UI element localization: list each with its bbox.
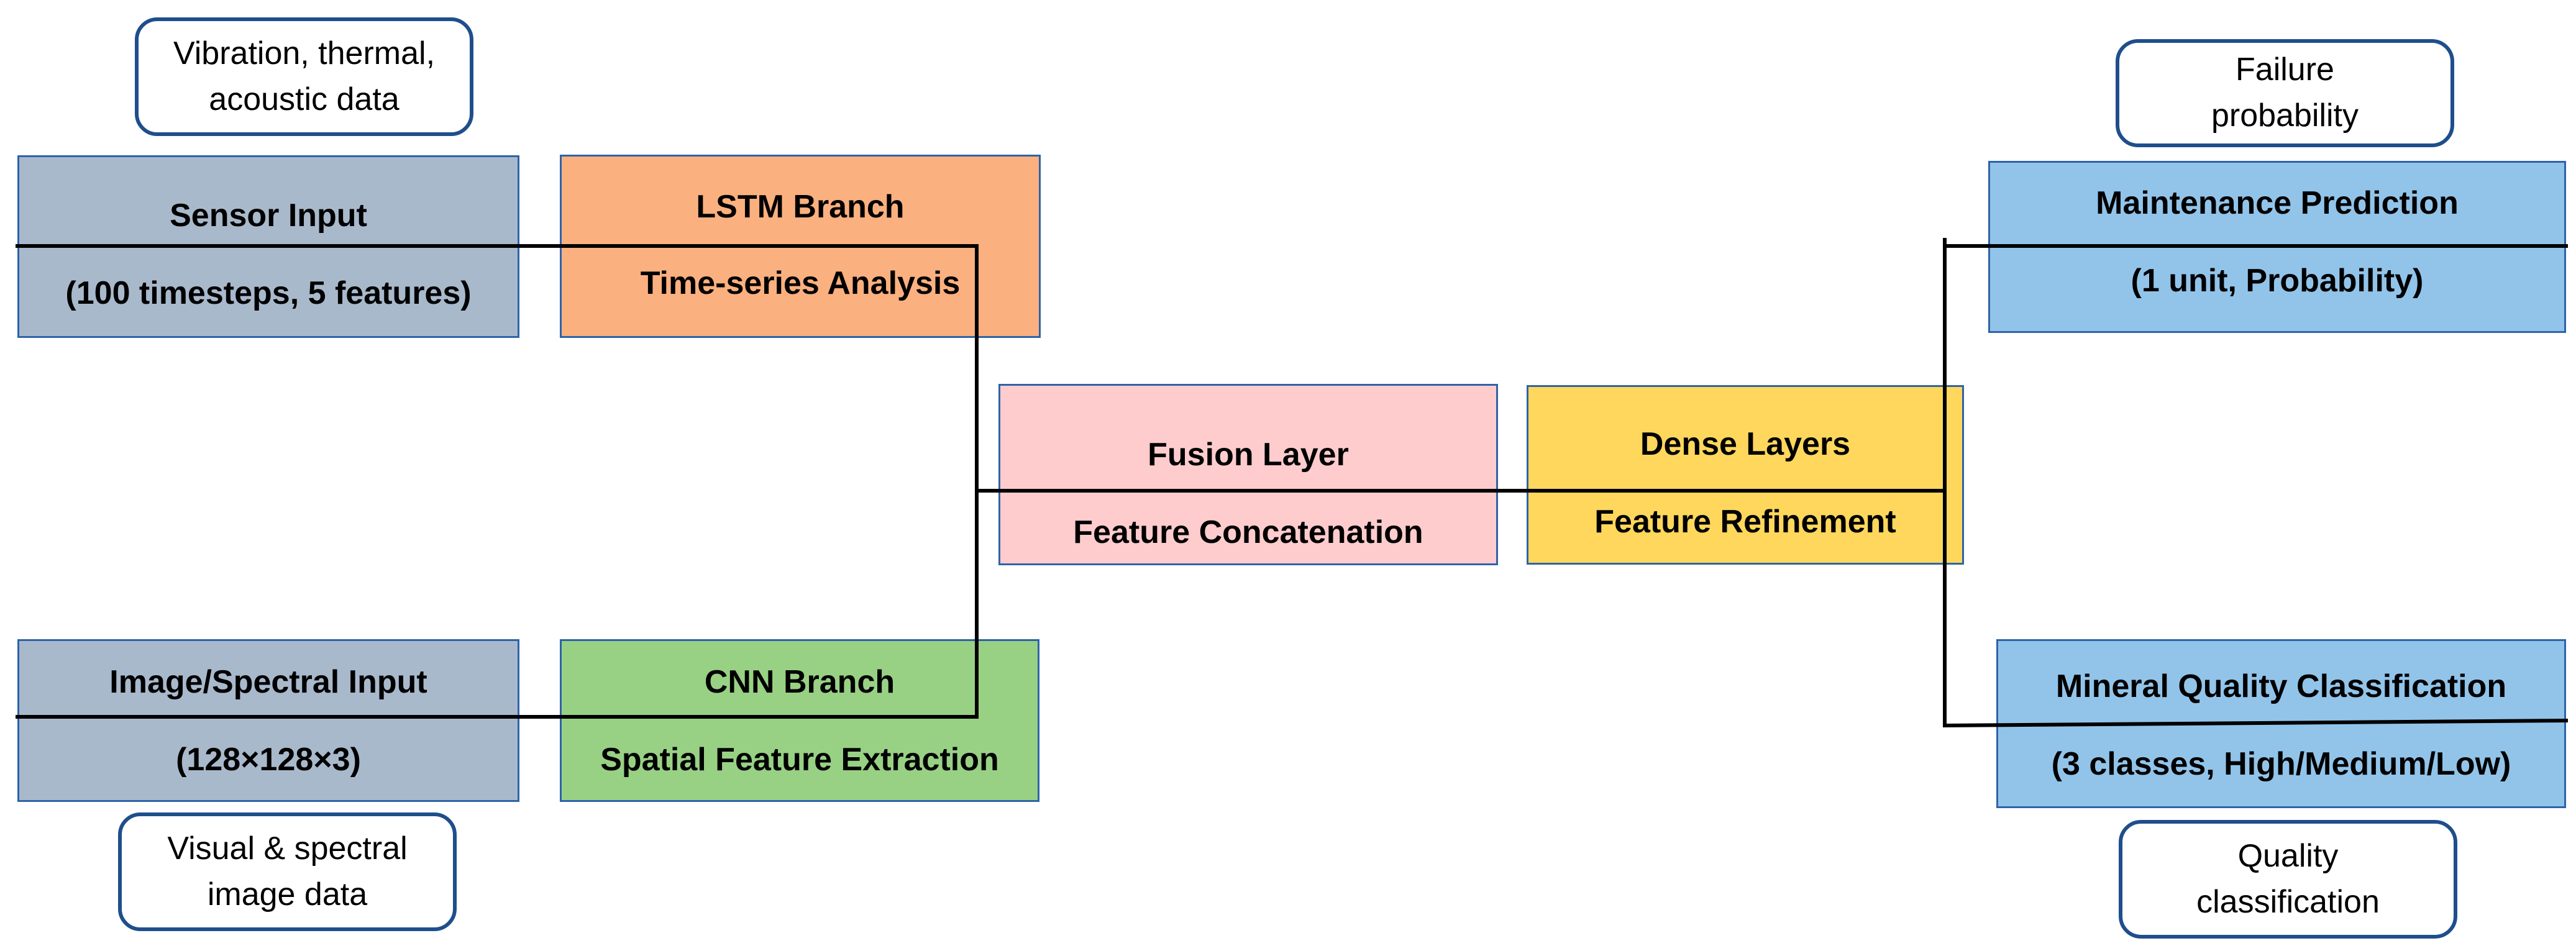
quality-classification-note: Quality classification xyxy=(2119,820,2457,939)
sensor-input-title: Sensor Input xyxy=(170,198,367,234)
sensor-data-note-text: Vibration, thermal, acoustic data xyxy=(173,35,436,117)
cnn-branch-title: CNN Branch xyxy=(704,664,895,700)
lstm-branch-title: LSTM Branch xyxy=(696,189,905,225)
maintenance-prediction-title: Maintenance Prediction xyxy=(2096,185,2459,221)
fusion-layer-node: Fusion Layer Feature Concatenation xyxy=(998,384,1498,565)
image-input-node: Image/Spectral Input (128×128×3) xyxy=(17,639,519,802)
image-data-note: Visual & spectral image data xyxy=(118,812,457,931)
dense-layers-detail: Feature Refinement xyxy=(1594,504,1896,540)
cnn-branch-node: CNN Branch Spatial Feature Extraction xyxy=(560,639,1039,802)
cnn-branch-detail: Spatial Feature Extraction xyxy=(600,742,999,778)
failure-probability-note-text: Failure probability xyxy=(2211,52,2359,134)
maintenance-prediction-detail: (1 unit, Probability) xyxy=(2131,263,2424,299)
dense-layers-node: Dense Layers Feature Refinement xyxy=(1527,385,1964,565)
sensor-input-node: Sensor Input (100 timesteps, 5 features) xyxy=(17,155,519,338)
image-data-note-text: Visual & spectral image data xyxy=(167,830,408,912)
quality-classification-title: Mineral Quality Classification xyxy=(2055,668,2507,704)
failure-probability-note: Failure probability xyxy=(2116,39,2454,147)
dense-layers-title: Dense Layers xyxy=(1640,426,1851,462)
sensor-input-detail: (100 timesteps, 5 features) xyxy=(65,275,472,311)
image-input-title: Image/Spectral Input xyxy=(109,664,427,700)
sensor-data-note: Vibration, thermal, acoustic data xyxy=(135,17,473,136)
quality-classification-detail: (3 classes, High/Medium/Low) xyxy=(2051,746,2511,782)
fusion-layer-title: Fusion Layer xyxy=(1148,437,1349,473)
maintenance-prediction-node: Maintenance Prediction (1 unit, Probabil… xyxy=(1988,161,2566,333)
image-input-detail: (128×128×3) xyxy=(176,742,361,778)
quality-classification-note-text: Quality classification xyxy=(2196,837,2380,920)
fusion-layer-detail: Feature Concatenation xyxy=(1073,514,1423,550)
lstm-branch-node: LSTM Branch Time-series Analysis xyxy=(560,155,1041,338)
quality-classification-node: Mineral Quality Classification (3 classe… xyxy=(1996,639,2566,808)
lstm-branch-detail: Time-series Analysis xyxy=(640,265,961,301)
